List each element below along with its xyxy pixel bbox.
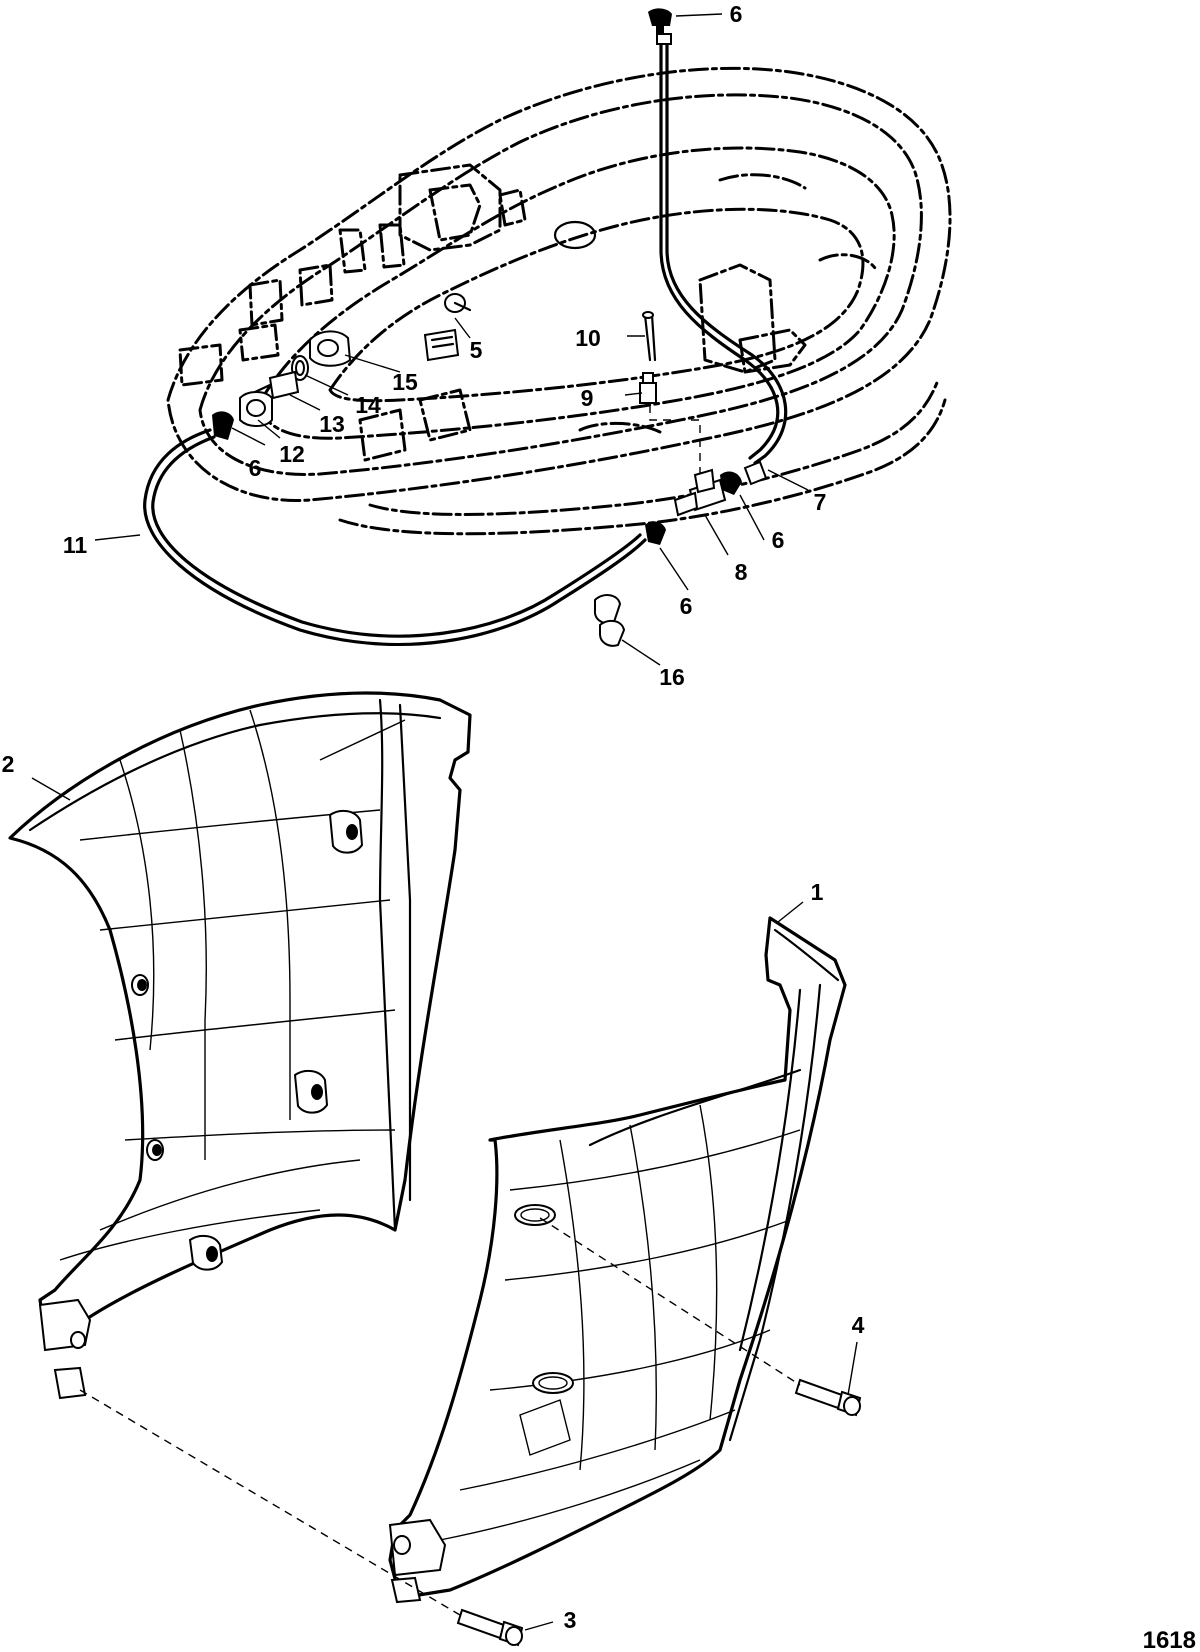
callout-3: 3 <box>564 1607 577 1633</box>
clamp-6-middle <box>645 521 666 545</box>
callout-6-left: 6 <box>249 455 262 481</box>
callout-6-top: 6 <box>730 1 743 27</box>
grommet-right-1 <box>514 1204 556 1226</box>
fitting-13 <box>253 370 300 400</box>
bolt-4 <box>794 1378 862 1417</box>
fitting-5 <box>423 293 472 362</box>
callout-10: 10 <box>575 325 601 351</box>
callout-9: 9 <box>581 385 594 411</box>
grommet-right-2 <box>532 1372 574 1394</box>
callout-8: 8 <box>735 559 748 585</box>
clamp-16 <box>593 594 626 647</box>
callout-12: 12 <box>279 441 305 467</box>
fitting-9 <box>639 372 701 475</box>
tee-fitting-8 <box>673 468 727 517</box>
callout-5: 5 <box>470 337 483 363</box>
callout-4: 4 <box>852 1312 865 1338</box>
fitting-12 <box>239 391 273 427</box>
pin-10 <box>642 311 657 362</box>
leader-lines <box>31 13 858 1631</box>
grommet-left-3 <box>188 1234 224 1271</box>
figure-number: 1618 <box>1143 1627 1196 1652</box>
clamp-6-right <box>720 460 768 495</box>
clamp-6-left <box>212 411 234 440</box>
callout-1: 1 <box>811 879 824 905</box>
hose-11 <box>143 428 647 646</box>
fitting-15 <box>309 330 352 367</box>
callout-14: 14 <box>355 392 381 418</box>
grommet-left-4 <box>131 974 149 996</box>
assembly-axis-bolt-3 <box>79 1389 461 1616</box>
mount-tab-left <box>38 1298 92 1400</box>
callout-15: 15 <box>392 369 418 395</box>
callout-16: 16 <box>659 664 685 690</box>
grommet-left-2 <box>293 1069 329 1114</box>
callout-13: 13 <box>319 411 345 437</box>
bottom-cowl-right <box>388 916 847 1604</box>
clamp-6-top <box>648 8 672 34</box>
callout-2: 2 <box>2 751 15 777</box>
grommet-left-1 <box>328 809 364 854</box>
bolt-3 <box>456 1608 524 1647</box>
bottom-cowl-left <box>8 691 472 1400</box>
mount-tab-right <box>388 1518 447 1604</box>
assembly-axis-bolt-4 <box>539 1217 801 1386</box>
top-cowl <box>166 66 952 536</box>
callout-11: 11 <box>63 532 88 558</box>
callout-6-middle: 6 <box>680 593 693 619</box>
grommet-left-5 <box>146 1139 164 1161</box>
callout-7: 7 <box>814 489 827 515</box>
hose-7 <box>656 33 788 465</box>
callout-6-right: 6 <box>772 527 785 553</box>
